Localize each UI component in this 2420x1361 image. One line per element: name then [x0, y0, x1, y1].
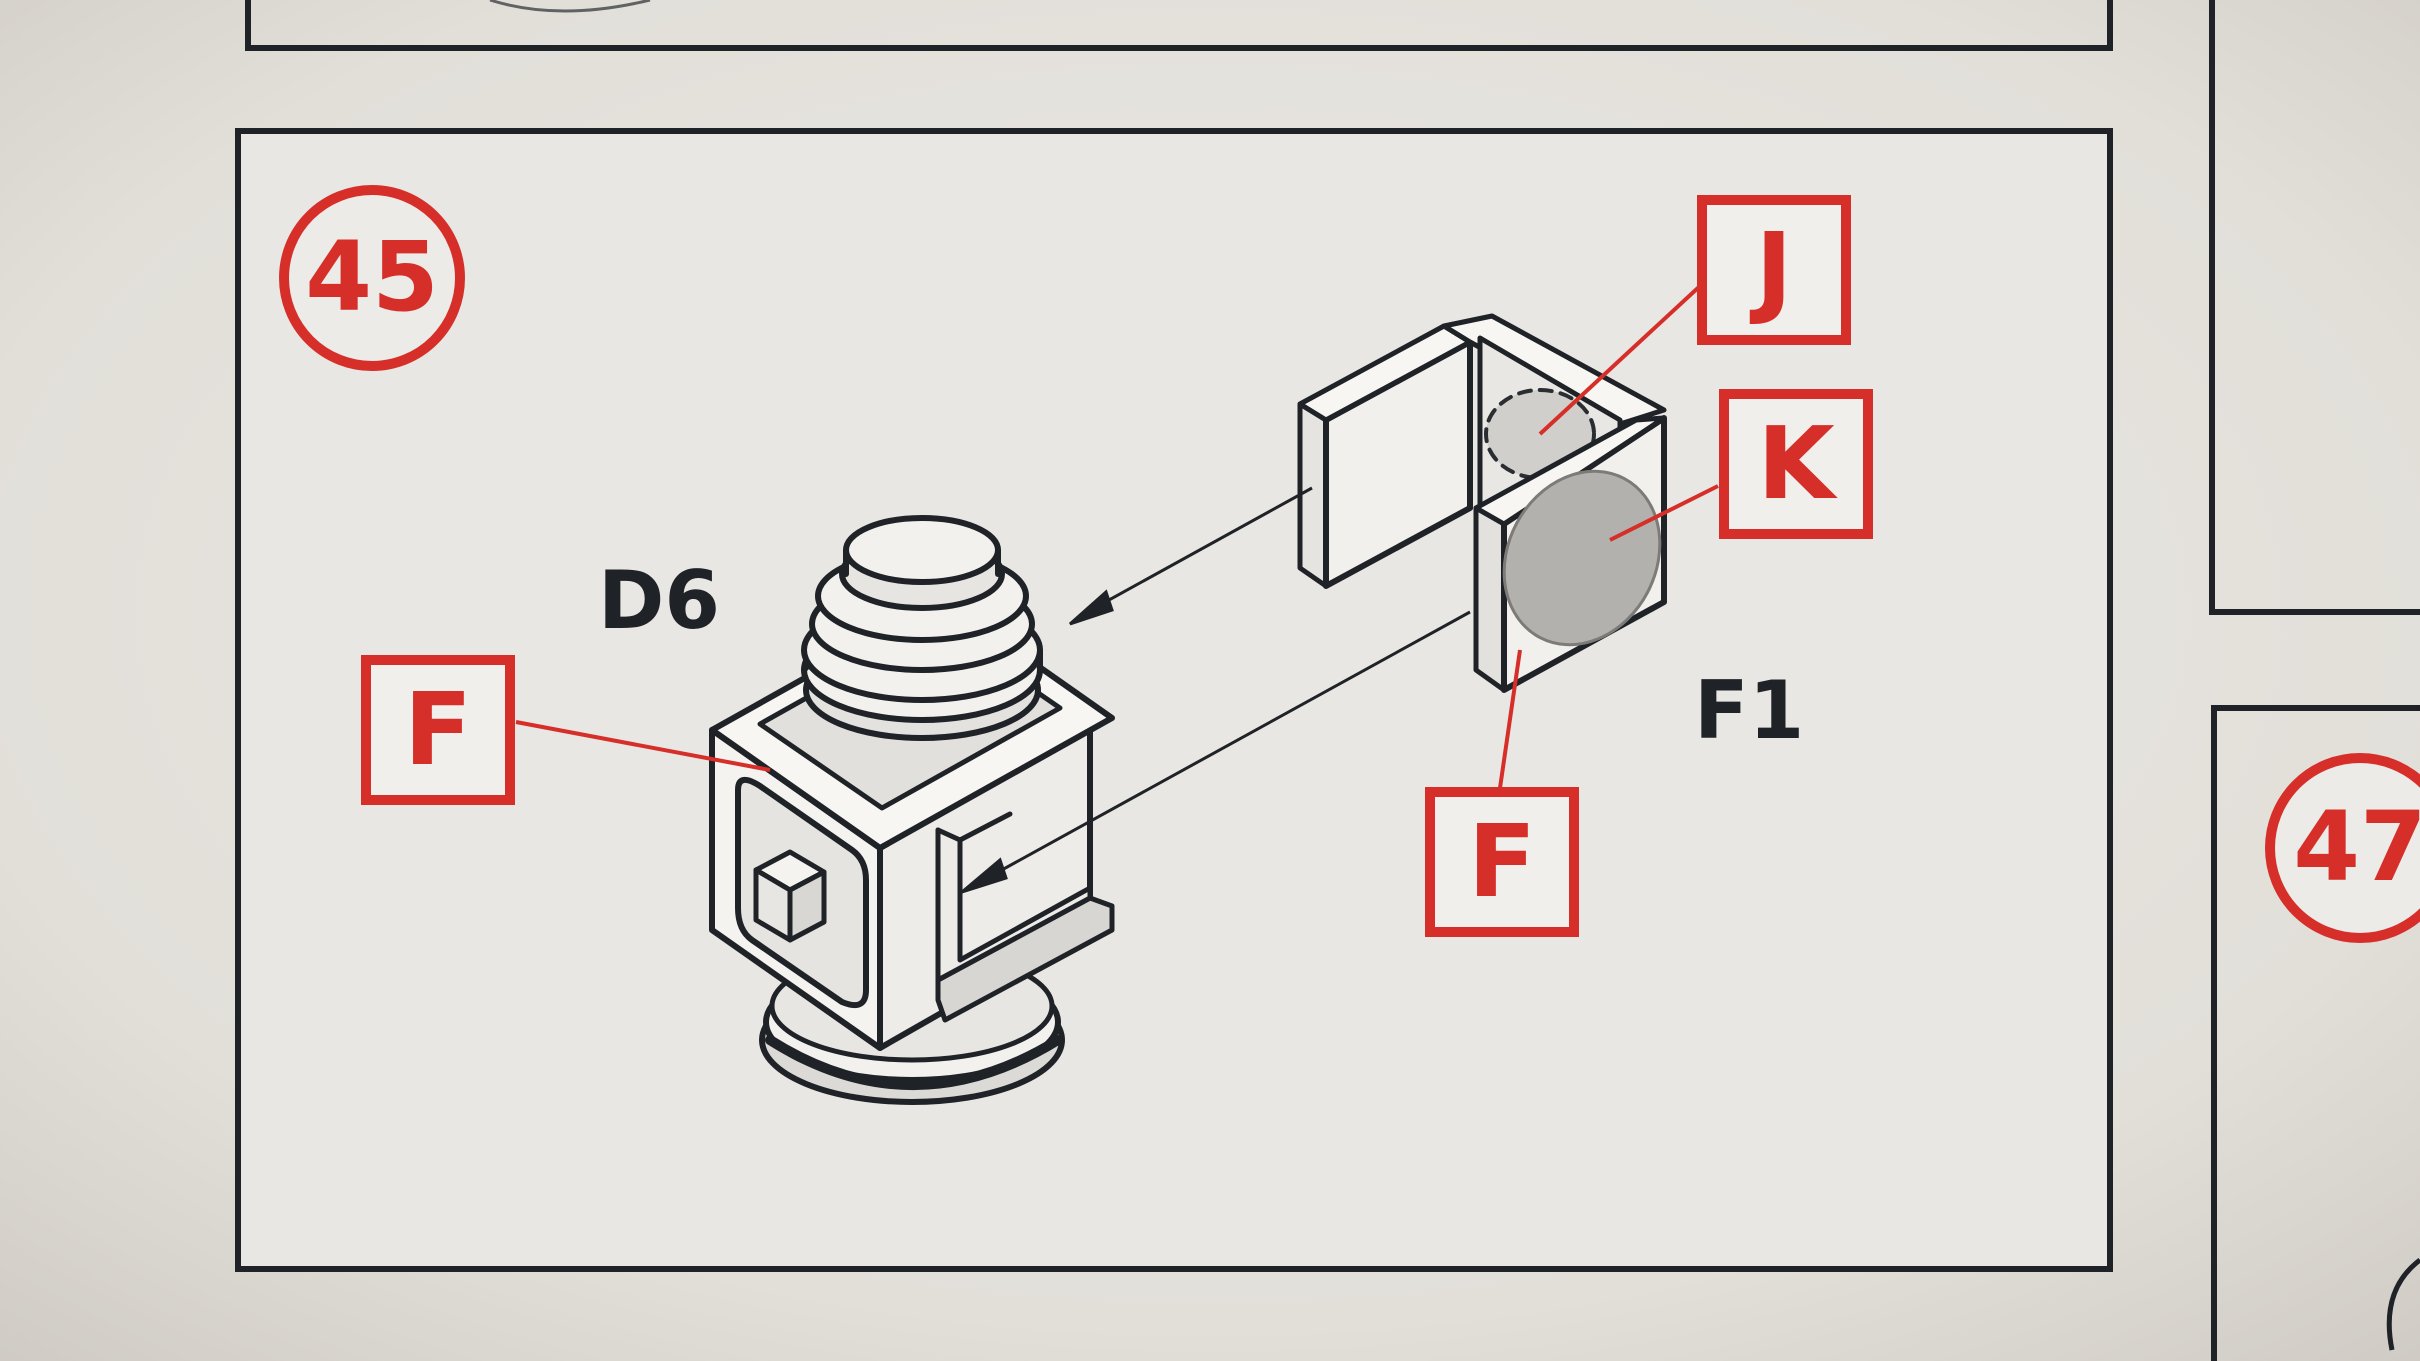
callout-leader-lines	[515, 284, 1719, 789]
svg-text:K: K	[1757, 405, 1838, 522]
step-number: 45	[305, 221, 439, 333]
svg-text:J: J	[1749, 211, 1792, 328]
bracket-part-drawing	[1297, 313, 1667, 693]
svg-text:F: F	[1468, 803, 1536, 920]
callout-box-j: J	[1697, 195, 1851, 345]
partial-drawing-fragment	[2386, 1258, 2420, 1351]
svg-text:F: F	[404, 671, 472, 788]
callout-box-k: K	[1719, 389, 1873, 539]
next-step-number: 47	[2293, 791, 2420, 903]
right-step-frames	[2209, 0, 2420, 1361]
bracket-part-label: F1	[1694, 664, 1804, 757]
callout-box-f-right: F	[1425, 787, 1579, 937]
previous-step-frame	[245, 0, 2113, 51]
callout-box-f-left: F	[361, 655, 515, 805]
assembly-arrows	[961, 486, 1471, 894]
next-step-number-badge: 47	[2265, 753, 2420, 943]
step-number-badge: 45	[279, 185, 465, 371]
base-part-drawing	[709, 515, 1115, 1105]
base-part-label: D6	[598, 554, 720, 647]
